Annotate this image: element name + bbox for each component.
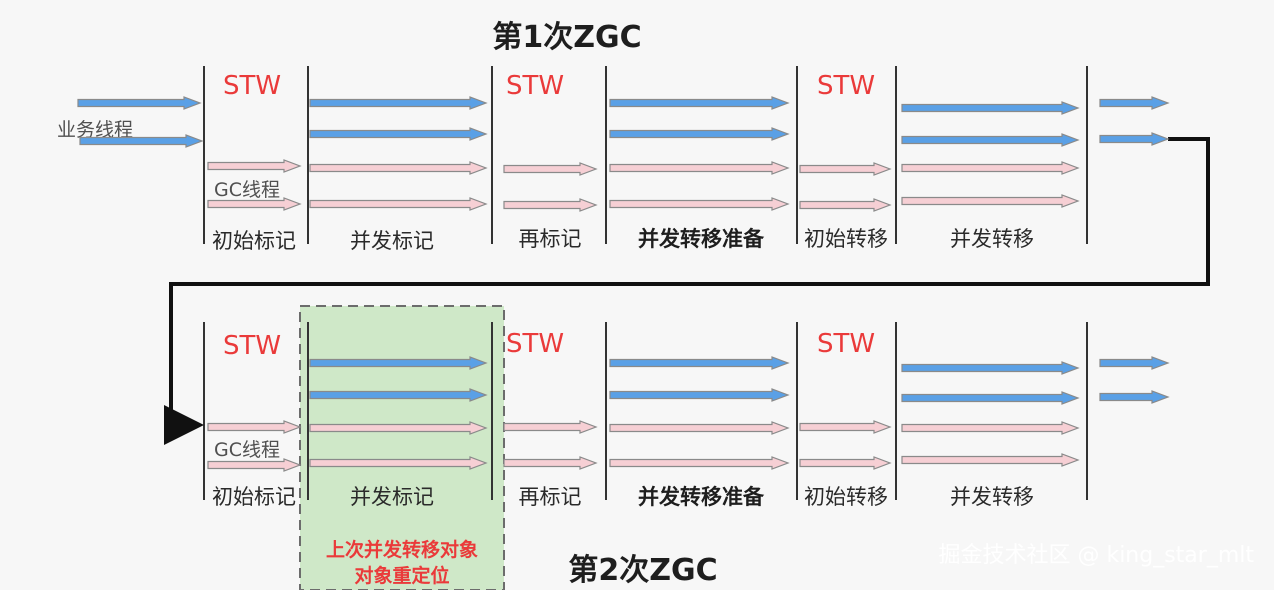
stw-label-row1-remark: STW: [506, 71, 564, 101]
business-arrow: [609, 127, 790, 141]
business-arrow: [609, 96, 790, 110]
business-arrow: [1099, 132, 1170, 146]
cycle-connector-arrow: [164, 137, 1210, 445]
business-arrow: [309, 96, 488, 110]
gc-threads-label-row1: GC线程: [214, 179, 280, 201]
business-arrow: [309, 356, 488, 370]
gc-arrow: [503, 420, 598, 434]
gc-arrow: [207, 197, 302, 211]
gc-arrow: [609, 197, 790, 211]
gc-arrow: [799, 456, 892, 470]
phase-row1-concurrent-relocate-prep: 并发转移准备: [638, 227, 765, 251]
business-arrow: [1099, 390, 1170, 404]
business-arrow: [609, 388, 790, 402]
phase-row1-concurrent-mark: 并发标记: [350, 229, 434, 253]
watermark: 掘金技术社区 @ king_star_mlt: [938, 543, 1254, 568]
gc-arrow: [901, 453, 1080, 467]
gc-arrow: [799, 420, 892, 434]
row1-separators: [203, 66, 1088, 244]
phase-row1-initial-mark: 初始标记: [212, 229, 296, 253]
business-arrow: [1099, 96, 1170, 110]
gc-arrow: [609, 456, 790, 470]
relocation-note-line1: 上次并发转移对象: [326, 538, 478, 561]
phase-row2-remark: 再标记: [519, 485, 582, 509]
business-arrow: [901, 361, 1080, 375]
gc-arrow: [609, 421, 790, 435]
business-arrow: [901, 391, 1080, 405]
business-arrow: [79, 134, 204, 148]
gc-threads-label-row2: GC线程: [214, 439, 280, 461]
business-arrow: [309, 127, 488, 141]
business-arrow: [1099, 356, 1170, 370]
stw-label-row1-initial-relocate: STW: [817, 71, 875, 101]
business-arrow: [901, 101, 1080, 115]
gc-arrow: [901, 421, 1080, 435]
gc-arrow: [609, 161, 790, 175]
gc-arrow: [309, 161, 488, 175]
relocation-highlight-box: [299, 305, 505, 590]
gc-arrow: [207, 458, 302, 472]
phase-row2-concurrent-relocate-prep: 并发转移准备: [638, 485, 765, 509]
gc-arrow: [207, 159, 302, 173]
relocation-note-line2: 对象重定位: [354, 564, 449, 587]
row2-separators: [203, 322, 1088, 500]
cycle2-title: 第2次ZGC: [568, 553, 717, 588]
gc-arrow: [799, 198, 892, 212]
gc-arrow: [901, 161, 1080, 175]
phase-row1-concurrent-relocate: 并发转移: [950, 227, 1034, 251]
stw-label-row1-initial-mark: STW: [223, 71, 281, 101]
gc-arrow: [503, 198, 598, 212]
business-arrow: [309, 388, 488, 402]
phase-row2-concurrent-relocate: 并发转移: [950, 485, 1034, 509]
stw-label-row2-initial-relocate: STW: [817, 329, 875, 359]
cycle1-title: 第1次ZGC: [492, 20, 641, 55]
business-arrow: [901, 133, 1080, 147]
gc-arrow: [207, 420, 302, 434]
phase-row2-initial-relocate: 初始转移: [804, 485, 888, 509]
gc-arrow: [309, 197, 488, 211]
business-arrow: [609, 356, 790, 370]
stw-label-row2-remark: STW: [506, 329, 564, 359]
business-threads-label: 业务线程: [57, 119, 133, 141]
stw-label-row2-initial-mark: STW: [223, 331, 281, 361]
gc-arrow: [799, 162, 892, 176]
gc-arrow: [309, 456, 488, 470]
phase-row1-remark: 再标记: [519, 227, 582, 251]
business-arrow: [77, 96, 202, 110]
gc-arrow: [503, 456, 598, 470]
phase-row2-concurrent-mark: 并发标记: [350, 485, 434, 509]
gc-arrow: [901, 194, 1080, 208]
thread-arrows: [77, 96, 1170, 472]
gc-arrow: [309, 421, 488, 435]
phase-row2-initial-mark: 初始标记: [212, 485, 296, 509]
gc-arrow: [503, 162, 598, 176]
phase-row1-initial-relocate: 初始转移: [804, 227, 888, 251]
